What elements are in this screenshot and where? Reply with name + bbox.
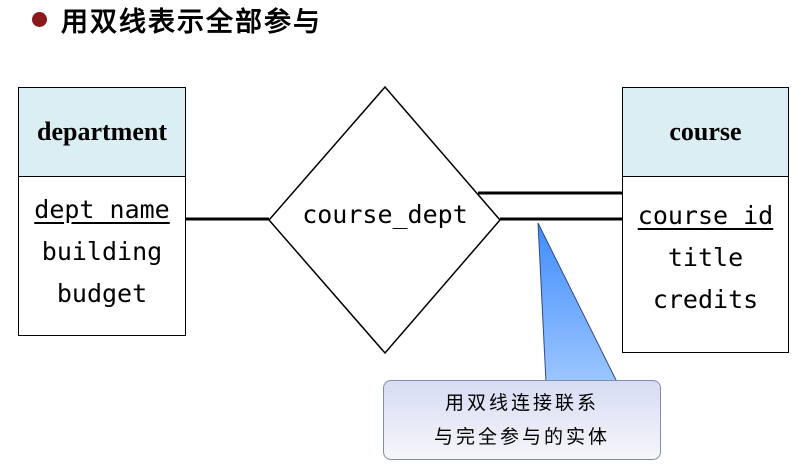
entity-course-name: course: [623, 88, 788, 177]
attribute: budget: [56, 279, 148, 308]
entity-department-name: department: [19, 88, 185, 177]
callout-line: 用双线连接联系: [444, 392, 599, 414]
attribute: credits: [652, 285, 759, 314]
attribute: title: [667, 243, 744, 272]
entity-course: course course_id title credits: [622, 87, 789, 353]
attribute: building: [41, 237, 163, 266]
callout-pointer: [537, 222, 618, 383]
bullet-icon: [32, 11, 47, 27]
relationship-label: course_dept: [302, 200, 468, 229]
callout-box: 用双线连接联系 与完全参与的实体: [383, 380, 661, 460]
callout-line: 与完全参与的实体: [433, 426, 610, 448]
relationship-diamond: [268, 85, 501, 355]
entity-course-attributes: course_id title credits: [623, 177, 788, 321]
attribute-primary-key: course_id: [637, 201, 774, 230]
entity-department: department dept_name building budget: [18, 87, 186, 336]
entity-department-attributes: dept_name building budget: [19, 177, 185, 315]
attribute-primary-key: dept_name: [34, 195, 170, 224]
title-row: 用双线表示全部参与: [32, 2, 322, 38]
page-title: 用双线表示全部参与: [61, 6, 322, 38]
